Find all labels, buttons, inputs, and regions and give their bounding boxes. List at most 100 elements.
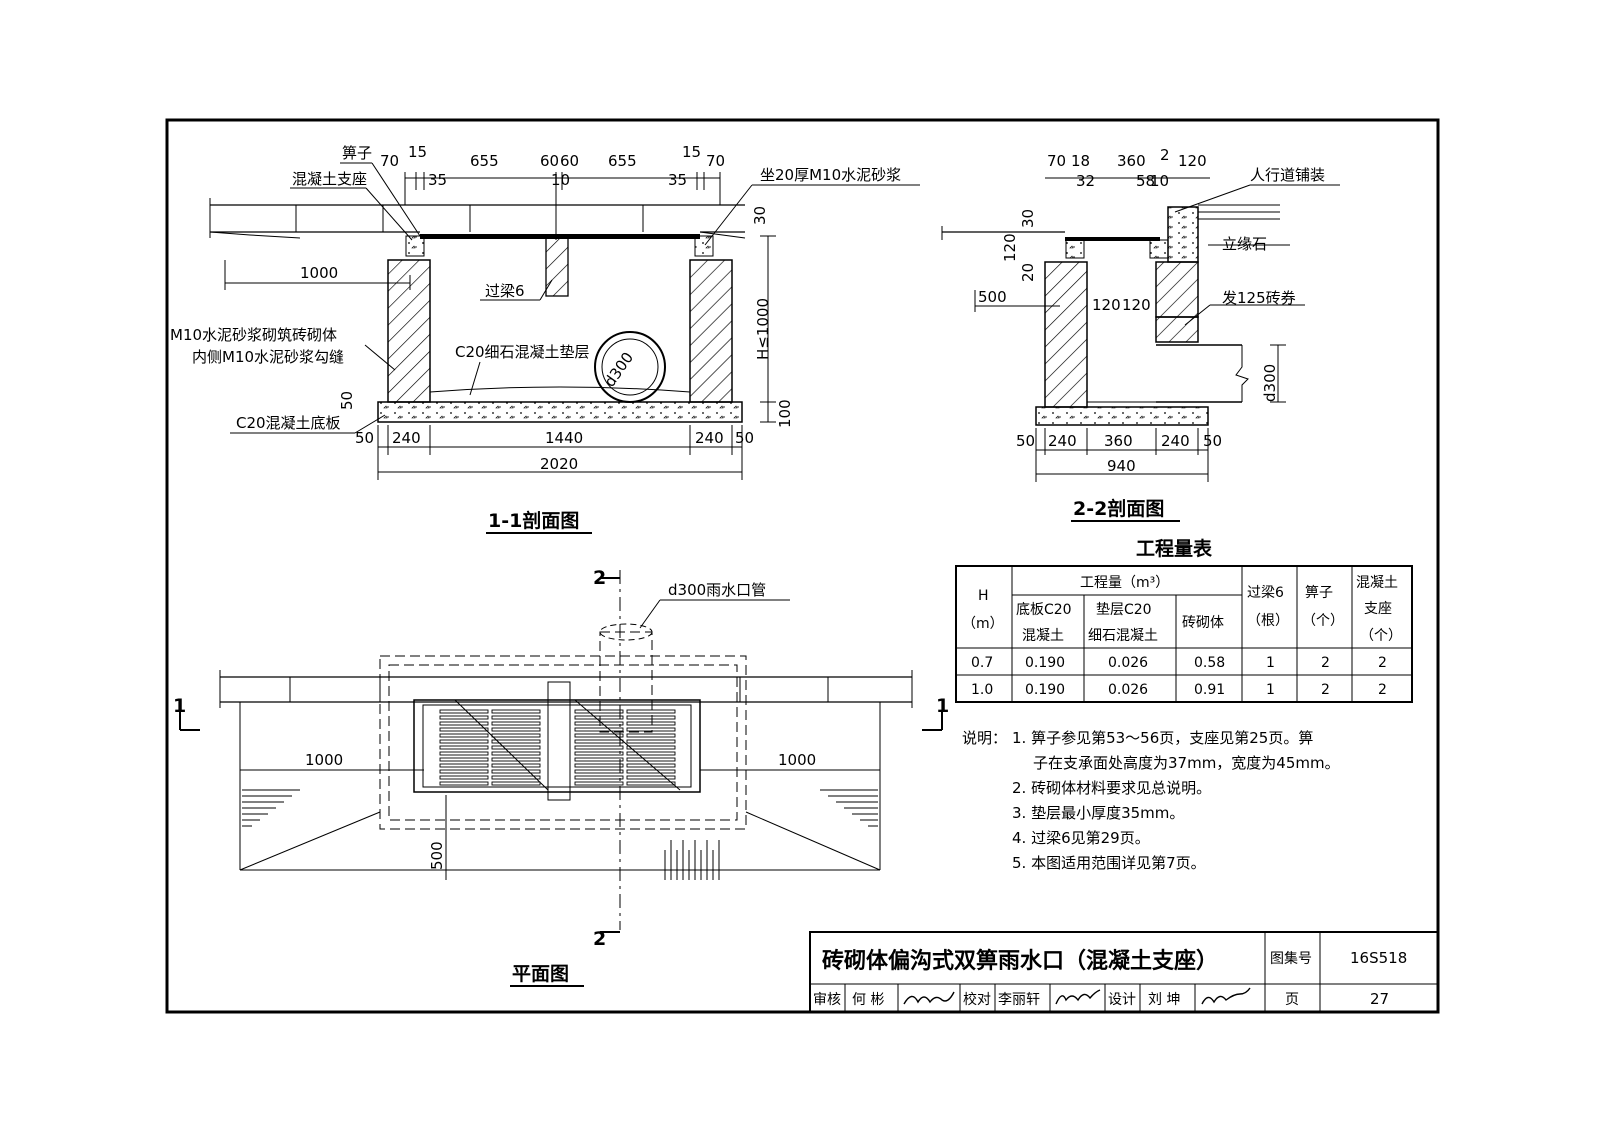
dim-label: 240 [1048,432,1077,450]
dim-label: 360 [1104,432,1133,450]
dim-20-2-2: 20 [1019,263,1037,282]
cell-lintel: 1 [1266,655,1275,671]
note-line: 2. 砖砌体材料要求见总说明。 [1012,779,1211,797]
grate-bar [626,727,676,732]
grate-bar [439,739,489,744]
cell-h: 1.0 [971,682,993,698]
dim-label: 35 [428,171,447,189]
th-masonry: 砖砌体 [1182,615,1224,631]
grate-bar [439,769,489,774]
label-lintel: 过梁6 [485,282,525,300]
grate-bar [626,781,676,786]
note-line: 4. 过梁6见第29页。 [1012,829,1150,847]
grate-bar [491,775,541,780]
cut-2-bottom: 2 [593,928,606,950]
sheet-border [165,118,1440,1014]
cut-1-left: 1 [173,695,186,717]
note-line: 3. 垫层最小厚度35mm。 [1012,804,1184,822]
dim-label: 655 [470,152,499,170]
notes: 说明： 1. 箅子参见第53～56页，支座见第25页。箅 子在支承面处高度为37… [962,729,1340,872]
cell-grate: 2 [1321,655,1330,671]
dim-label: 15 [408,143,427,161]
dim-label: 240 [1161,432,1190,450]
table-row: 0.7 0.190 0.026 0.58 1 2 2 [971,655,1387,671]
grate-bar [626,739,676,744]
cut-2-top: 2 [593,567,606,589]
dim-1000-plan-right: 1000 [778,751,816,769]
label-paving: 人行道铺装 [1250,166,1325,184]
grate-bar [439,775,489,780]
dim-label: 15 [682,143,701,161]
grate-bar [574,721,624,726]
dim-label: 120 [1178,152,1207,170]
dim-label: 58 [1136,172,1155,190]
grate-bar [574,739,624,744]
cut-1-right: 1 [936,695,949,717]
dim-label: 240 [392,429,421,447]
grate-bar [439,727,489,732]
dim-label: 50 [735,429,754,447]
label-pipe: d300 [601,349,638,391]
dim-label: 10 [551,171,570,189]
grate-bar [491,769,541,774]
cell-cushion: 0.026 [1108,655,1148,671]
note-line: 5. 本图适用范围详见第7页。 [1012,854,1206,872]
th-lintel-1: 过梁6 [1247,585,1284,601]
label-mortar-bed: 坐20厚M10水泥砂浆 [760,166,901,184]
th-h: H [978,588,989,604]
grate-bar [439,781,489,786]
dim-500-plan: 500 [428,841,446,870]
label-support: 混凝土支座 [292,170,367,188]
grate-bar [574,763,624,768]
dim-100: 100 [776,399,794,428]
dim-label: 10 [1150,172,1169,190]
dim-label: 50 [1016,432,1035,450]
grate-bar [439,763,489,768]
grate-bar [574,715,624,720]
dim-d300-2-2: d300 [1261,364,1279,402]
grate-bar [626,757,676,762]
grate-bar [574,775,624,780]
drawing-title: 砖砌体偏沟式双箅雨水口（混凝土支座） [822,948,1218,974]
grate-bar [626,709,676,714]
cell-base: 0.190 [1025,682,1065,698]
cell-support: 2 [1378,655,1387,671]
dim-label: 70 [706,152,725,170]
dim-label: 50 [1203,432,1222,450]
label-masonry-2: 内侧M10水泥砂浆勾缝 [192,348,344,366]
th-cush-2: 细石混凝土 [1088,628,1158,644]
grate-bar [626,769,676,774]
grate-bar [574,733,624,738]
grate-bar [491,745,541,750]
th-base-2: 混凝土 [1022,628,1064,644]
cell-masonry: 0.91 [1194,682,1225,698]
dim-label: 655 [608,152,637,170]
dim-label: 18 [1071,152,1090,170]
dim-total-2-2: 940 [1107,457,1136,475]
table-row: 1.0 0.190 0.026 0.91 1 2 2 [971,682,1387,698]
grate-bar [491,733,541,738]
th-support-3: （个） [1360,628,1402,644]
grate-bar [439,715,489,720]
design-signature [1201,987,1251,1005]
dim-label: 60 [560,152,579,170]
grate-bar [491,763,541,768]
cell-masonry: 0.58 [1194,655,1225,671]
page-label: 页 [1285,992,1299,1008]
dim-500-2-2: 500 [978,288,1007,306]
th-grate-2: （个） [1302,613,1344,629]
grate-bar [439,751,489,756]
bottom-dimensions-2-2: 50 240 360 240 50 [1016,432,1222,450]
design-label: 设计 [1108,992,1136,1008]
th-cush-1: 垫层C20 [1096,602,1152,618]
th-lintel-2: （根） [1247,613,1289,629]
grate-bar [439,721,489,726]
atlas-number: 16S518 [1350,949,1407,967]
grate-bar [626,763,676,768]
dim-label: 360 [1117,152,1146,170]
section-1-1: 箅子 混凝土支座 坐20厚M10水泥砂浆 过梁6 M10水泥砂浆砌筑砖砌体 内侧… [170,143,920,534]
